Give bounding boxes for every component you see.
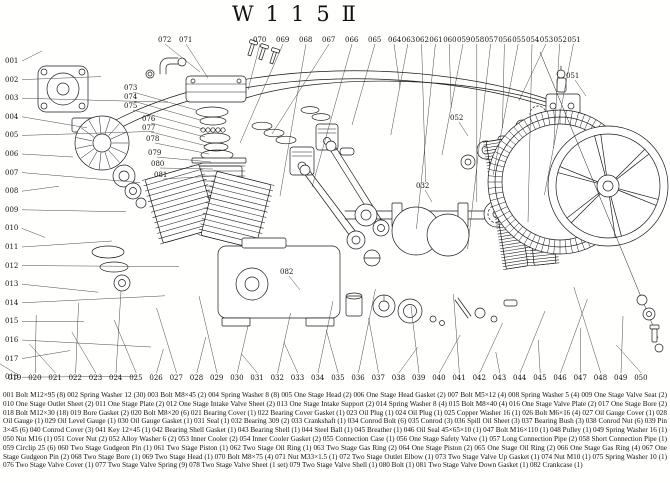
page-title: W115Ⅱ — [232, 2, 368, 26]
parts-list: 001 Bolt M12×95 (8) 002 Spring Washer 12… — [3, 391, 667, 470]
